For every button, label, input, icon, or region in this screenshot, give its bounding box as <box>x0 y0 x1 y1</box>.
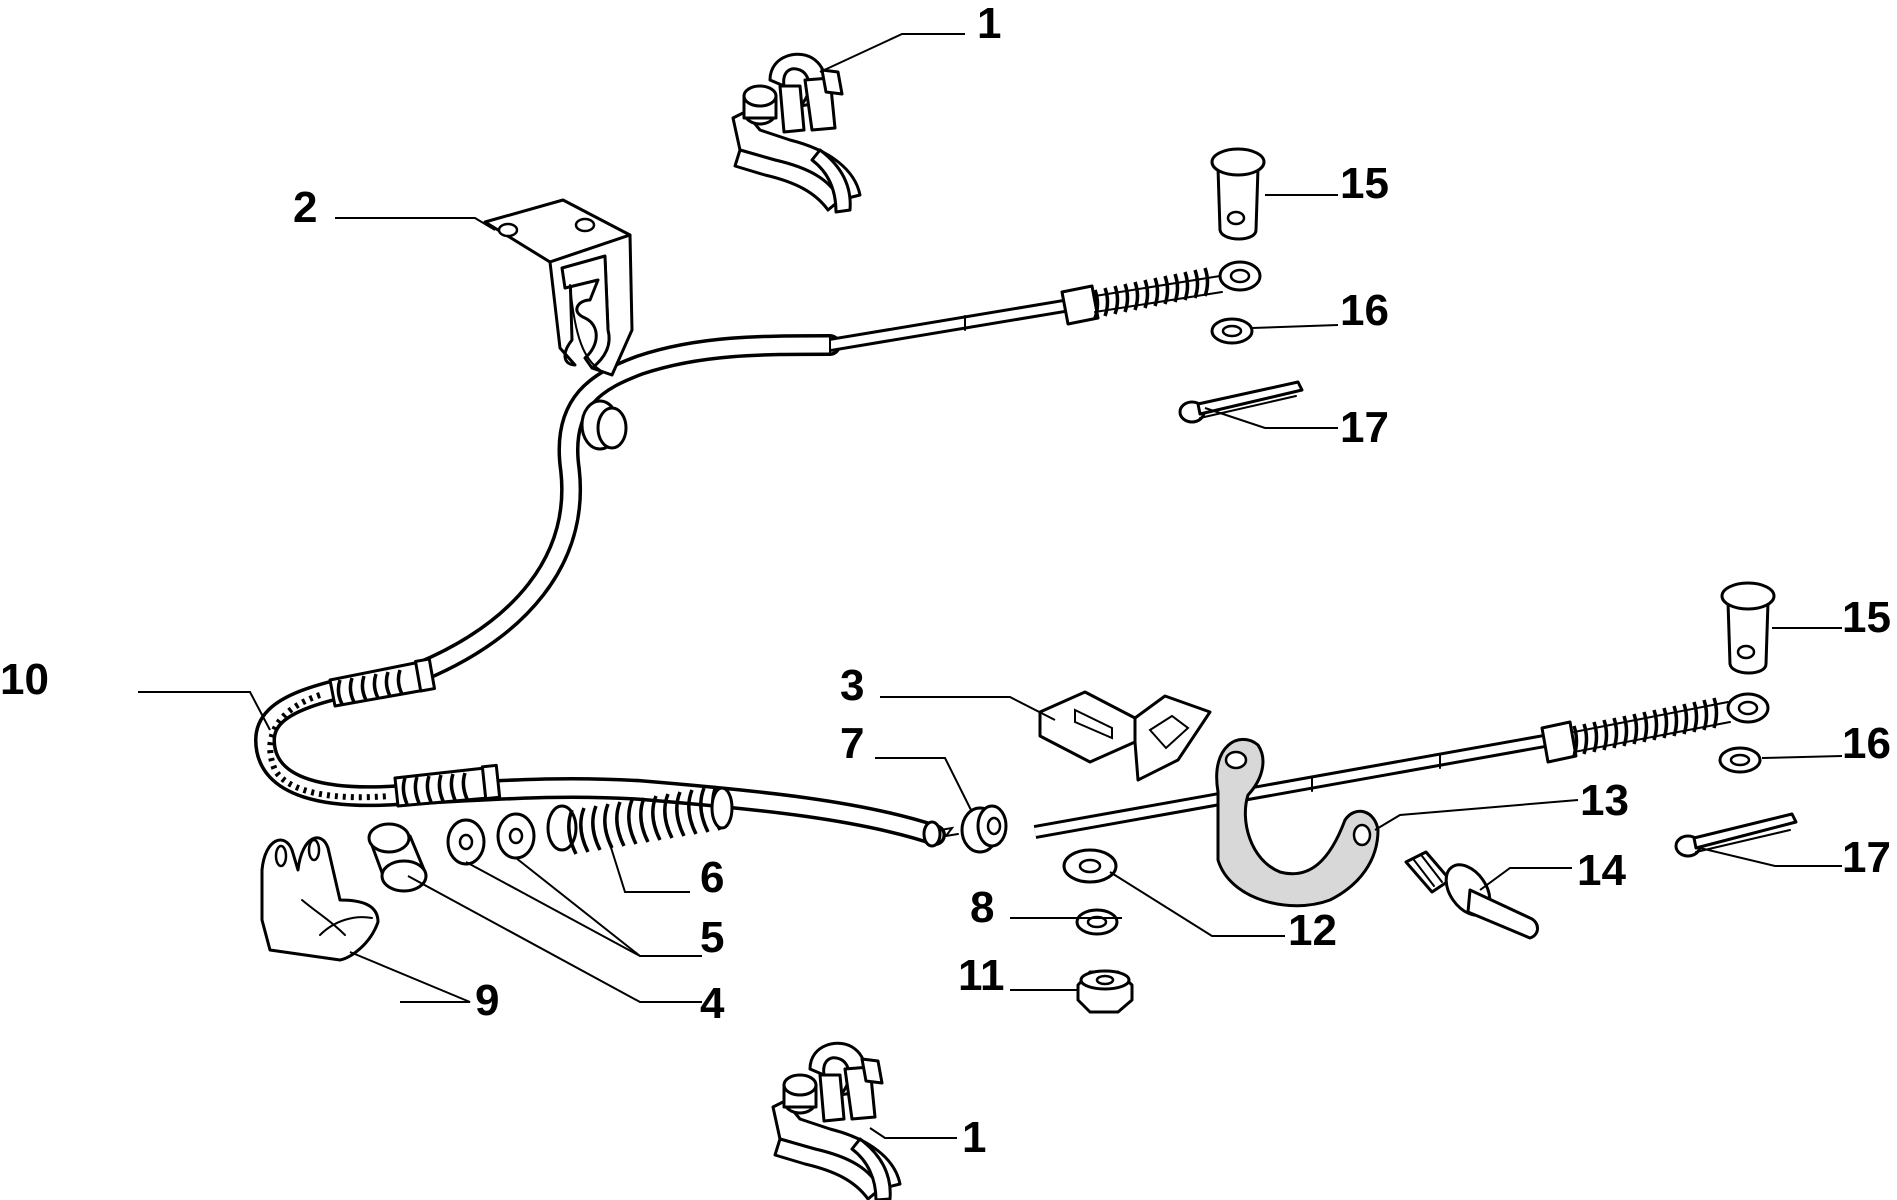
part-9-plate <box>260 836 380 962</box>
callout-15-right: 15 <box>1842 593 1891 642</box>
upper-spring <box>1060 260 1262 326</box>
part-16-washer-top <box>1210 317 1254 345</box>
callout-9: 9 <box>475 976 499 1025</box>
callout-6: 6 <box>700 853 724 902</box>
part-4-bushing <box>367 822 428 893</box>
part-5-bushing-b <box>496 812 536 860</box>
part-12-washer <box>1062 848 1118 884</box>
part-2-bracket <box>483 198 634 377</box>
callout-16-right: 16 <box>1842 719 1891 768</box>
callout-17-top: 17 <box>1340 403 1389 452</box>
callout-8: 8 <box>970 883 994 932</box>
part-10-brake-cable <box>254 260 1770 848</box>
callout-4: 4 <box>700 979 725 1028</box>
part-14-pin <box>1404 850 1539 940</box>
callout-11: 11 <box>958 951 1005 1000</box>
part-17-cotter-pin-right <box>1674 812 1798 858</box>
part-15-clevis-pin-right <box>1720 581 1776 675</box>
callout-1-bottom: 1 <box>962 1113 986 1162</box>
part-16-washer-right <box>1718 746 1762 774</box>
callout-12: 12 <box>1288 906 1337 955</box>
callout-15-top: 15 <box>1340 159 1389 208</box>
part-17-cotter-pin-top <box>1178 380 1304 424</box>
callout-13: 13 <box>1580 776 1629 825</box>
loop-ferrule-lower <box>393 763 502 808</box>
part-7-grommet <box>960 804 1008 854</box>
callout-2: 2 <box>293 183 317 232</box>
callout-5: 5 <box>700 913 724 962</box>
callout-10: 10 <box>0 655 49 704</box>
leader-lines <box>138 33 1843 1139</box>
part-1-cable-clip-top <box>731 52 862 214</box>
part-15-clevis-pin-top <box>1210 147 1266 241</box>
callout-3: 3 <box>840 661 864 710</box>
loop-ferrule-upper <box>328 657 436 708</box>
callout-14: 14 <box>1577 846 1626 895</box>
part-13-lever <box>1215 737 1380 908</box>
callout-7: 7 <box>840 719 864 768</box>
callout-16-top: 16 <box>1340 286 1389 335</box>
part-11-nut <box>1076 969 1134 1014</box>
part-6-spring <box>546 785 734 855</box>
lower-spring <box>1540 692 1770 764</box>
part-5-bushing-a <box>446 818 486 866</box>
part-3-bracket <box>1038 690 1212 782</box>
callout-17-right: 17 <box>1842 833 1891 882</box>
callout-labels: 1 1 2 3 4 5 6 7 8 9 10 11 12 13 14 15 16… <box>0 0 1891 1162</box>
callout-1-top: 1 <box>977 0 1001 48</box>
part-8-lock-washer <box>1075 908 1119 936</box>
part-1-cable-clip-bottom <box>771 1041 902 1200</box>
